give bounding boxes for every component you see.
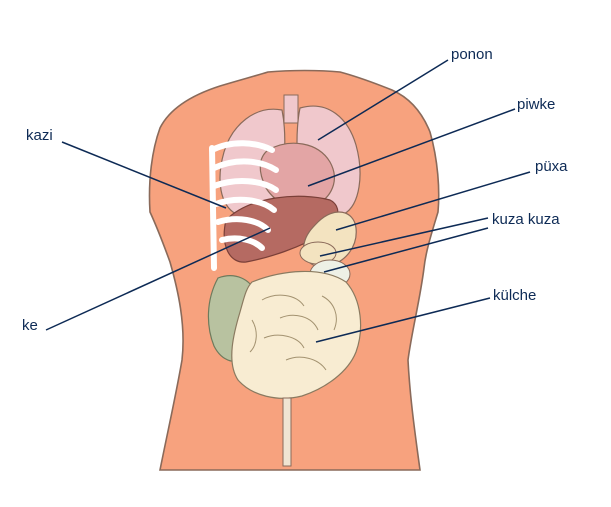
- leader-kazi: [61, 141, 227, 209]
- leader-lines: [45, 59, 531, 343]
- leader-kuza-1: [319, 217, 489, 257]
- torso-silhouette: [148, 69, 440, 471]
- leader-kuza-2: [323, 227, 489, 273]
- trachea: [283, 94, 299, 124]
- label-ponon: ponon: [451, 46, 493, 63]
- leader-puxa: [335, 171, 531, 231]
- label-piwke: piwke: [517, 96, 556, 113]
- rib-cage: [209, 140, 279, 271]
- small-intestine: [231, 270, 362, 399]
- rectum: [282, 397, 292, 467]
- leader-ponon: [317, 59, 449, 141]
- leader-ke: [45, 227, 271, 331]
- leader-kulche: [315, 297, 491, 343]
- label-kuza-kuza: kuza kuza: [492, 211, 560, 228]
- label-kulche: külche: [493, 287, 537, 304]
- label-kazi: kazi: [26, 127, 53, 144]
- label-ke: ke: [22, 317, 38, 334]
- intestine-folds: [249, 294, 337, 371]
- label-puxa: püxa: [535, 158, 568, 175]
- leader-piwke: [307, 108, 516, 187]
